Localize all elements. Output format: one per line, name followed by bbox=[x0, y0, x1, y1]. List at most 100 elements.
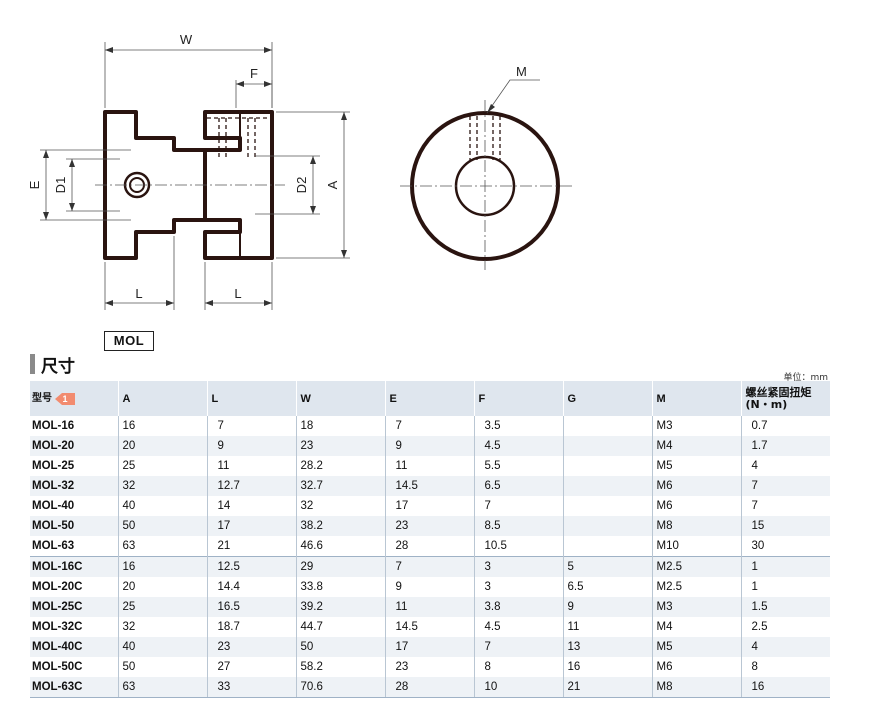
value-cell: 70.6 bbox=[295, 677, 385, 698]
value-cell: 9 bbox=[384, 436, 474, 456]
value-cell: 32 bbox=[295, 496, 385, 516]
dim-F: F bbox=[250, 66, 258, 81]
model-tag: MOL bbox=[104, 331, 154, 351]
value-cell: M6 bbox=[651, 657, 741, 677]
header-W: W bbox=[295, 381, 385, 416]
value-cell: 10.5 bbox=[473, 536, 563, 557]
model-cell: MOL-16 bbox=[32, 420, 75, 432]
section-bar bbox=[30, 354, 35, 374]
value-cell: 10 bbox=[473, 677, 563, 698]
model-cell: MOL-50 bbox=[30, 516, 118, 536]
value-cell: 23 bbox=[206, 637, 296, 657]
value-cell: 16 bbox=[117, 556, 207, 577]
value-cell: 0.7 bbox=[740, 416, 830, 436]
model-cell: MOL-32 bbox=[30, 476, 118, 496]
value-cell: M6 bbox=[651, 496, 741, 516]
header-A: A bbox=[117, 381, 207, 416]
value-cell: 14.4 bbox=[206, 577, 296, 597]
value-cell: 6.5 bbox=[473, 476, 563, 496]
header-M: M bbox=[651, 381, 741, 416]
model-cell: MOL-40C bbox=[30, 637, 118, 657]
model-cell: MOL-16C bbox=[30, 556, 118, 577]
value-cell: 16 bbox=[740, 677, 830, 698]
value-cell: 17 bbox=[384, 496, 474, 516]
dimension-labels: W F L L E D1 D2 A bbox=[27, 32, 340, 301]
header-torque: 螺丝紧固扭矩 (N・m) bbox=[740, 381, 830, 416]
value-cell: 20 bbox=[117, 436, 207, 456]
value-cell: 11 bbox=[384, 456, 474, 476]
value-cell: 9 bbox=[384, 577, 474, 597]
value-cell: 32 bbox=[117, 476, 207, 496]
value-cell: 28.2 bbox=[295, 456, 385, 476]
model-cell: MOL-25 bbox=[32, 460, 75, 472]
value-cell bbox=[562, 436, 652, 456]
value-cell: 23 bbox=[295, 436, 385, 456]
value-cell: 18 bbox=[295, 416, 385, 436]
value-cell: 8 bbox=[740, 657, 830, 677]
value-cell: 25 bbox=[117, 456, 207, 476]
model-cell: MOL-40 bbox=[32, 500, 75, 512]
value-cell: 23 bbox=[384, 657, 474, 677]
side-dimensions bbox=[40, 42, 350, 310]
side-view bbox=[95, 110, 285, 260]
value-cell: 40 bbox=[117, 637, 207, 657]
value-cell: 7 bbox=[473, 637, 563, 657]
dim-L-right: L bbox=[234, 286, 241, 301]
value-cell: 50 bbox=[117, 657, 207, 677]
model-cell: MOL-63 bbox=[32, 540, 75, 552]
value-cell bbox=[562, 456, 652, 476]
dimension-arrows bbox=[43, 47, 347, 306]
value-cell: 17 bbox=[384, 637, 474, 657]
value-cell: 1.5 bbox=[740, 597, 830, 617]
end-view bbox=[400, 79, 572, 270]
value-cell: 9 bbox=[562, 597, 652, 617]
dim-D2: D2 bbox=[294, 177, 309, 194]
value-cell: 17 bbox=[206, 516, 296, 536]
value-cell: 16 bbox=[562, 657, 652, 677]
dim-M: M bbox=[516, 64, 527, 79]
model-cell: MOL-63C bbox=[30, 677, 118, 698]
value-cell: 11 bbox=[562, 617, 652, 637]
value-cell: 20 bbox=[117, 577, 207, 597]
value-cell: 4 bbox=[740, 637, 830, 657]
value-cell: 7 bbox=[206, 416, 296, 436]
value-cell: M8 bbox=[651, 677, 741, 698]
value-cell: 7 bbox=[384, 416, 474, 436]
value-cell bbox=[562, 536, 652, 557]
value-cell: M5 bbox=[651, 456, 741, 476]
value-cell: M3 bbox=[651, 597, 741, 617]
value-cell: 58.2 bbox=[295, 657, 385, 677]
value-cell: 29 bbox=[295, 556, 385, 577]
value-cell: 28 bbox=[384, 677, 474, 698]
value-cell: 50 bbox=[295, 637, 385, 657]
value-cell: 23 bbox=[384, 516, 474, 536]
value-cell bbox=[562, 476, 652, 496]
value-cell: 14 bbox=[206, 496, 296, 516]
value-cell: 4 bbox=[740, 456, 830, 476]
value-cell: M6 bbox=[651, 476, 741, 496]
value-cell bbox=[562, 416, 652, 436]
header-G: G bbox=[562, 381, 652, 416]
value-cell: 7 bbox=[384, 556, 474, 577]
header-E: E bbox=[384, 381, 474, 416]
model-cell: MOL-32C bbox=[32, 621, 83, 633]
header-F: F bbox=[473, 381, 563, 416]
value-cell: 16 bbox=[117, 416, 207, 436]
value-cell: 7 bbox=[473, 496, 563, 516]
value-cell: M4 bbox=[651, 617, 741, 637]
value-cell: 32.7 bbox=[295, 476, 385, 496]
value-cell: 4.5 bbox=[473, 617, 563, 637]
value-cell: M10 bbox=[651, 536, 741, 557]
value-cell: 1 bbox=[740, 556, 830, 577]
